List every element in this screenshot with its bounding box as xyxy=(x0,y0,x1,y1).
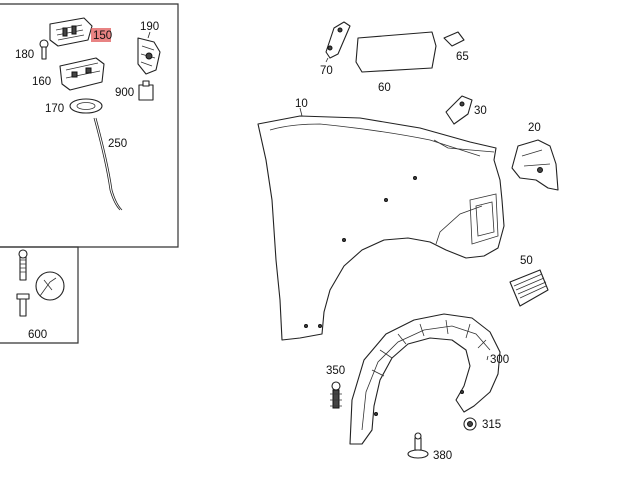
part-300-wheel-arch-liner[interactable] xyxy=(349,313,501,445)
part-380-screw[interactable] xyxy=(407,432,429,459)
callout-170: 170 xyxy=(45,103,64,115)
part-350-push-pin[interactable] xyxy=(330,381,342,409)
callout-900: 900 xyxy=(115,87,134,99)
callout-180: 180 xyxy=(15,49,34,61)
callout-20: 20 xyxy=(528,122,541,134)
callout-160: 160 xyxy=(32,76,51,88)
part-900-control-unit[interactable] xyxy=(138,80,154,101)
wrench-socket-icon xyxy=(16,249,65,317)
part-170-seal-ring[interactable] xyxy=(69,98,103,114)
inset-tool-symbol xyxy=(0,246,79,344)
callout-50: 50 xyxy=(520,255,533,267)
callout-60: 60 xyxy=(378,82,391,94)
callout-300: 300 xyxy=(490,354,509,366)
part-65-clip[interactable] xyxy=(443,31,465,47)
part-30-small-bracket[interactable] xyxy=(445,95,473,125)
part-250-drain-hose[interactable] xyxy=(93,117,123,211)
callout-150: 150 xyxy=(93,30,112,42)
part-70-bracket[interactable] xyxy=(325,21,351,59)
part-50-vent-grille[interactable] xyxy=(509,269,549,307)
part-20-tail-light-bracket[interactable] xyxy=(511,139,559,191)
part-160-flap-housing[interactable] xyxy=(59,57,105,91)
callout-190: 190 xyxy=(140,21,159,33)
callout-600: 600 xyxy=(28,329,47,341)
callout-65: 65 xyxy=(456,51,469,63)
part-180-bolt[interactable] xyxy=(39,39,49,60)
part-60-inner-panel[interactable] xyxy=(355,31,437,73)
callout-70: 70 xyxy=(320,65,333,77)
callout-150-highlight xyxy=(91,28,111,42)
callout-30: 30 xyxy=(474,105,487,117)
callout-250: 250 xyxy=(108,138,127,150)
callout-380: 380 xyxy=(433,450,452,462)
callout-315: 315 xyxy=(482,419,501,431)
part-315-nut[interactable] xyxy=(463,417,477,431)
part-190-actuator[interactable] xyxy=(137,37,161,75)
callout-10: 10 xyxy=(295,98,308,110)
part-10-rear-quarter-panel[interactable] xyxy=(257,115,505,341)
inset-fuel-flap xyxy=(0,3,179,248)
part-150-fuel-flap-lid[interactable] xyxy=(49,17,93,47)
callout-350: 350 xyxy=(326,365,345,377)
